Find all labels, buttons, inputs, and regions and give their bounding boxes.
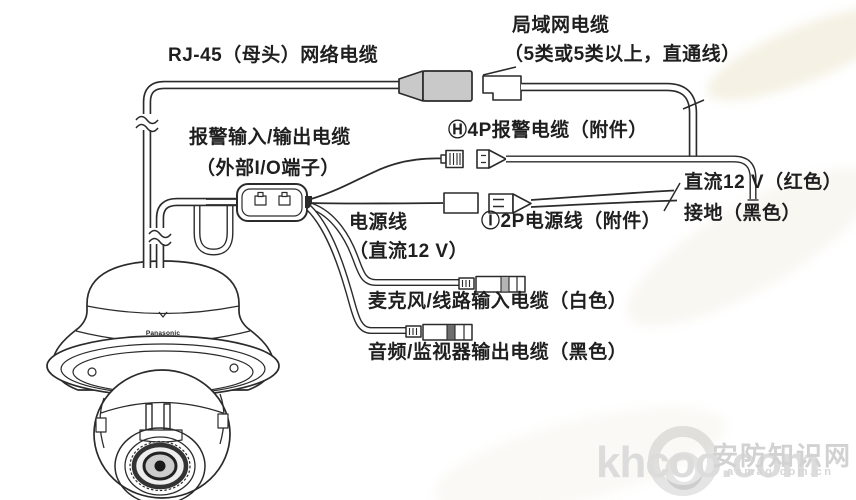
camera-lens-icon — [114, 427, 206, 500]
mic-phono-connector-icon — [458, 275, 526, 293]
rj45-female-connector-icon — [398, 70, 473, 102]
label-network-cable: RJ-45（母头）网络电缆 — [168, 45, 379, 66]
label-lan-cable-1: 局域网电缆 — [512, 15, 610, 36]
audio-output-cable — [306, 205, 407, 334]
dome-camera-illustration — [46, 260, 280, 500]
alarm-4p-plug-icon — [440, 149, 464, 169]
label-ground-wire: 接地（黑色） — [684, 203, 802, 224]
camera-brand-logo: Panasonic — [145, 330, 181, 337]
label-alarm-cable-1: 报警输入/输出电缆 — [189, 127, 351, 148]
power-2p-plug-icon — [443, 192, 479, 214]
watermark-lens-ring-icon — [648, 426, 718, 496]
ferrite-core-icon — [206, 183, 312, 222]
label-audio-out-cable: 音频/监视器输出电缆（黑色） — [368, 342, 628, 363]
watermark-domain-text: asmag.com.cn — [727, 466, 834, 478]
cable-slack-loop — [193, 202, 234, 256]
label-dc12v-wire: 直流12 V（红色） — [684, 172, 843, 193]
cable-break-mark — [135, 114, 159, 133]
label-alarm-4p-cable: Ⓗ4P报警电缆（附件） — [448, 120, 648, 141]
label-alarm-cable-2: （外部I/O端子） — [196, 158, 340, 179]
power-pigtail-wire — [310, 202, 444, 205]
alarm-4p-socket-icon — [476, 149, 507, 169]
dc-power-wires — [530, 182, 681, 212]
alarm-io-cable — [155, 197, 240, 268]
network-cable — [142, 80, 399, 268]
label-mic-input-cable: 麦克风/线路输入电缆（白色） — [368, 291, 628, 312]
cable-break-mark — [148, 228, 172, 247]
label-power-cable-2: （直流12 V） — [349, 241, 469, 262]
audio-phono-connector-icon — [405, 323, 473, 341]
watermark-lens-inner-ring-icon — [665, 452, 703, 490]
label-lan-cable-2: （5类或5类以上，直通线） — [504, 44, 741, 65]
mic-input-cable — [309, 202, 461, 286]
label-power-2p-cable: Ⓘ2P电源线（附件） — [481, 211, 662, 232]
power-2p-socket-icon — [488, 193, 532, 214]
alarm-4p-pigtail-wire — [310, 157, 445, 200]
rj45-male-plug-icon — [482, 66, 522, 101]
label-power-cable-1: 电源线 — [349, 212, 408, 233]
